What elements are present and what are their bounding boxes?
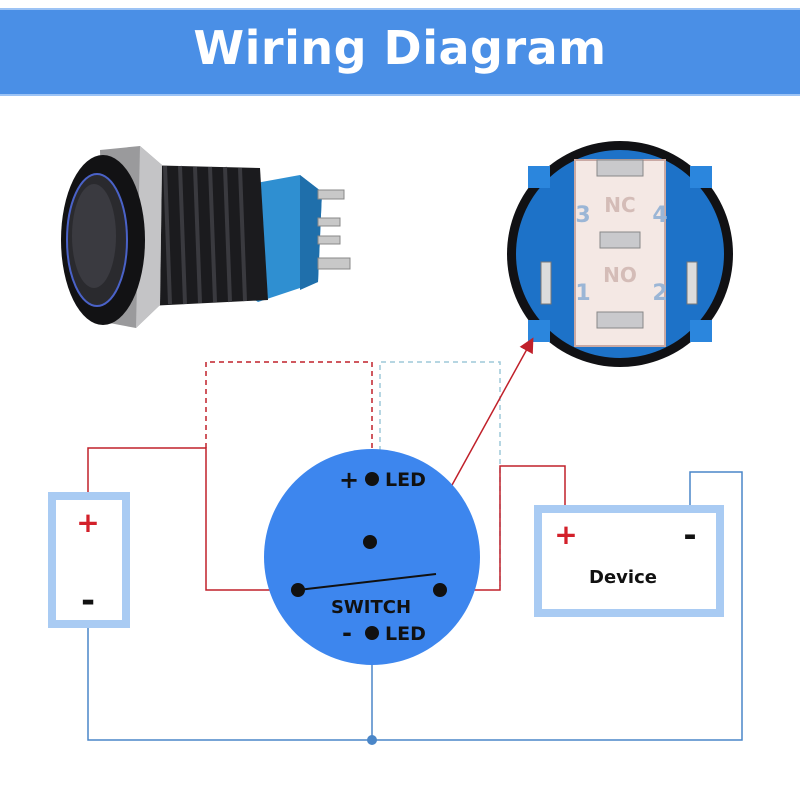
pin-2-label: 2	[652, 281, 667, 306]
battery-plus-label: +	[76, 506, 99, 539]
terminal-closeup-image: 3 4 1 2 NC NO	[507, 141, 733, 367]
pin-4-label: 4	[652, 203, 667, 228]
led-plus-label: LED	[385, 469, 426, 491]
no-label: NO	[603, 263, 637, 287]
center-terminal	[363, 535, 377, 549]
page-title: Wiring Diagram	[193, 21, 607, 75]
device-plus-label: +	[554, 518, 577, 551]
device-minus-label: -	[683, 516, 696, 554]
led-minus-sign: -	[342, 619, 352, 647]
switch-left-terminal	[291, 583, 305, 597]
pin-3-label: 3	[575, 203, 590, 228]
led-minus-label: LED	[385, 623, 426, 645]
device: + - Device	[534, 505, 724, 617]
push-button-switch-image	[61, 146, 351, 328]
battery-minus-label: -	[81, 581, 95, 621]
junction-dot	[367, 735, 377, 745]
switch-label: SWITCH	[331, 597, 411, 618]
battery: + -	[48, 492, 130, 628]
led-minus-terminal	[365, 626, 379, 640]
title-banner	[0, 8, 800, 96]
device-label: Device	[589, 567, 657, 588]
pin-1-label: 1	[575, 281, 590, 306]
led-plus-terminal	[365, 472, 379, 486]
switch-right-terminal	[433, 583, 447, 597]
switch-disc: + LED SWITCH - LED	[264, 449, 480, 665]
switch-contact-line	[297, 573, 437, 591]
nc-label: NC	[604, 193, 635, 217]
led-plus-sign: +	[339, 466, 359, 494]
